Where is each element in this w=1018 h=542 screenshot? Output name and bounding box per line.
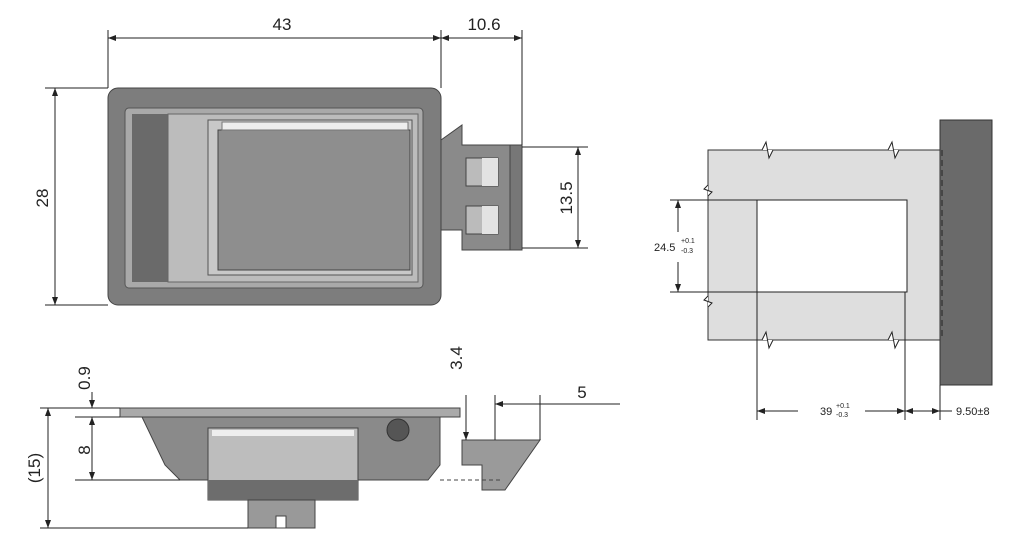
dim-39-tol-plus: +0.1 <box>836 403 850 410</box>
dim-8: 8 <box>75 445 94 454</box>
side-view-dimensions: 0.9 8 (15) 3.4 5 <box>25 346 620 529</box>
panel-cutout-view <box>703 119 993 386</box>
dim-0-9: 0.9 <box>75 366 94 390</box>
latch-side-view <box>119 407 541 529</box>
latch-top-view <box>107 87 523 306</box>
dim-24-5-tol-minus: -0.3 <box>681 248 693 255</box>
dim-39-tol-minus: -0.3 <box>836 412 848 419</box>
dim-24-5-tol-plus: +0.1 <box>681 238 695 245</box>
dim-43: 43 <box>273 15 292 34</box>
dim-9-50: 9.50±8 <box>956 406 990 418</box>
dim-3-4: 3.4 <box>447 346 466 370</box>
dim-28: 28 <box>33 189 52 208</box>
dim-15: (15) <box>25 453 44 483</box>
dim-13-5: 13.5 <box>557 181 576 214</box>
top-view-dimensions: 43 10.6 28 13.5 <box>33 15 588 306</box>
dim-10-6: 10.6 <box>467 15 500 34</box>
dim-24-5: 24.5 <box>654 242 675 254</box>
cutout-dimensions: 24.5 +0.1 -0.3 39 +0.1 -0.3 9.50±8 <box>654 199 990 420</box>
dim-39: 39 <box>820 406 832 418</box>
dim-5: 5 <box>577 383 586 402</box>
